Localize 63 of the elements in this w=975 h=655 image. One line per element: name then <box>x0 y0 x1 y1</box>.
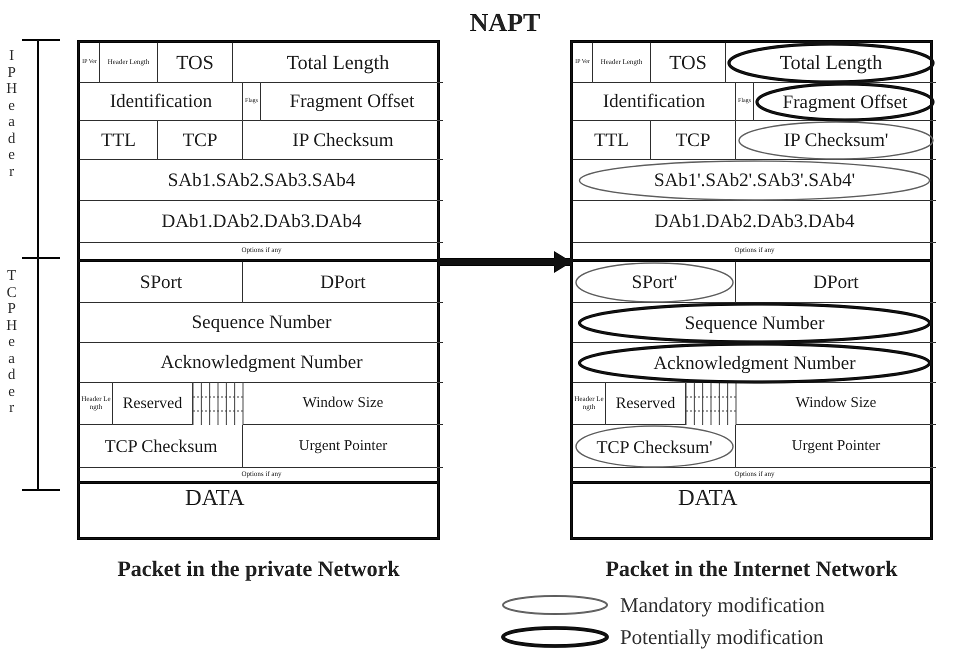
header-field <box>651 43 726 83</box>
header-field <box>113 383 193 425</box>
field-label: Total Length <box>780 53 882 73</box>
field-label: Window Size <box>796 396 876 411</box>
header-field <box>606 383 686 425</box>
field-label: SAb1'.SAb2'.SAb3'.SAb4' <box>654 171 856 190</box>
field-label: Sequence Number <box>192 313 332 332</box>
field-label: IP Checksum' <box>784 131 888 150</box>
field-label: Urgent Pointer <box>298 438 388 454</box>
field-label: TCP Checksum <box>104 437 218 455</box>
header-field <box>736 83 754 121</box>
header-field <box>243 83 261 121</box>
header-field <box>80 83 243 121</box>
header-field <box>573 83 736 121</box>
header-field <box>573 43 593 83</box>
field-label: DAb1.DAb2.DAb3.DAb4 <box>654 212 855 231</box>
field-label: TTL <box>594 130 629 150</box>
arrow <box>440 251 572 273</box>
field-label: TCP Checksum' <box>596 438 713 456</box>
field-label: Identification <box>110 92 212 111</box>
header-field <box>158 121 243 160</box>
header-field <box>651 121 736 160</box>
packet-caption: Packet in the Internet Network <box>604 556 899 582</box>
field-label: TOS <box>669 52 707 72</box>
field-label: SPort <box>140 272 182 292</box>
field-label: Reserved <box>616 396 676 412</box>
field-label: DAb1.DAb2.DAb3.DAb4 <box>161 212 362 231</box>
field-label: DPort <box>813 272 859 292</box>
field-label: Acknowledgment Number <box>160 353 363 372</box>
title: NAPT <box>468 8 542 38</box>
field-label: TTL <box>101 130 136 150</box>
header-field <box>80 383 113 425</box>
field-label: Fragment Offset <box>290 92 414 111</box>
field-label: Urgent Pointer <box>792 438 880 454</box>
field-label: TCP <box>676 130 710 150</box>
side-label: TCP Header <box>6 268 18 416</box>
field-label: Sequence Number <box>684 314 824 332</box>
header-field <box>80 121 158 160</box>
packet-caption: Packet in the private Network <box>116 556 401 582</box>
field-label: IP Checksum <box>292 130 394 150</box>
header-field <box>158 43 233 83</box>
header-field <box>573 383 606 425</box>
field-label: DATA <box>185 486 244 509</box>
header-field <box>80 43 100 83</box>
header-field <box>100 43 158 83</box>
field-label: TCP <box>182 130 218 150</box>
field-label: Reserved <box>122 396 182 412</box>
field-label: Identification <box>602 92 706 111</box>
field-label: Fragment Offset <box>782 92 908 112</box>
field-label: DATA <box>678 486 738 509</box>
field-label: Window Size <box>302 396 384 411</box>
legend-label: Mandatory modification <box>620 593 825 618</box>
field-label: SAb1.SAb2.SAb3.SAb4 <box>168 170 356 190</box>
header-field <box>80 425 243 468</box>
field-label: Total Length <box>286 52 390 72</box>
field-label: DPort <box>320 272 366 292</box>
field-label: SPort' <box>632 273 678 292</box>
field-label: TOS <box>176 52 214 72</box>
header-field <box>573 121 651 160</box>
side-label: IP Header <box>6 48 18 180</box>
field-label: Acknowledgment Number <box>653 354 856 372</box>
header-field <box>593 43 651 83</box>
legend-label: Potentially modification <box>620 625 824 650</box>
